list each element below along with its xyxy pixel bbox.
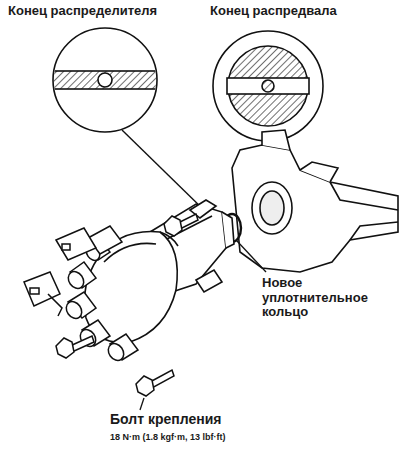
wiring-connectors bbox=[24, 226, 122, 316]
bolt-head bbox=[56, 338, 74, 358]
camshaft-end-detail bbox=[213, 31, 323, 141]
leader-line bbox=[122, 130, 206, 212]
bolt-head bbox=[164, 216, 182, 236]
housing-edge bbox=[350, 222, 398, 240]
distributor-bore bbox=[252, 182, 292, 234]
connector-plug bbox=[56, 228, 96, 260]
drive-tang bbox=[50, 71, 160, 89]
cylinder-head bbox=[232, 130, 398, 272]
connector-latch bbox=[62, 244, 70, 250]
bolt bbox=[56, 336, 94, 358]
o-ring-leader bbox=[237, 241, 266, 272]
bolt bbox=[164, 214, 198, 236]
housing-edge bbox=[330, 182, 398, 210]
connector-wire bbox=[48, 294, 62, 316]
terminal-end bbox=[65, 269, 87, 292]
camshaft-end bbox=[228, 46, 308, 126]
distributor-end-detail-part bbox=[50, 71, 160, 89]
detail-circle bbox=[213, 31, 323, 141]
part-label: Новое уплотнительное кольцо bbox=[262, 276, 372, 320]
connector-latch bbox=[30, 288, 39, 294]
oil-hole bbox=[262, 80, 274, 92]
bore-inner bbox=[260, 191, 284, 225]
housing-boss bbox=[262, 130, 290, 150]
cap-terminals bbox=[63, 240, 138, 363]
drive-slot bbox=[227, 78, 309, 94]
bolt-leader bbox=[140, 398, 144, 410]
detail-title: Конец распределителя bbox=[8, 4, 157, 19]
mounting-ear bbox=[196, 270, 222, 292]
mounting-bolts bbox=[56, 214, 198, 396]
housing-outline bbox=[232, 145, 398, 272]
terminal-end bbox=[105, 341, 127, 364]
housing-boss bbox=[300, 162, 338, 182]
bolt-head bbox=[136, 376, 154, 396]
part-label: Болт крепления bbox=[110, 412, 221, 428]
shaft-center bbox=[98, 73, 112, 87]
bolt bbox=[136, 370, 174, 396]
shaft-sleeve bbox=[222, 212, 234, 248]
torque-spec: 18 N·m (1.8 kgf·m, 13 lbf·ft) bbox=[110, 432, 226, 442]
distributor-end-detail bbox=[50, 28, 160, 132]
terminal-end bbox=[63, 299, 85, 322]
detail-title: Конец распредвала bbox=[210, 4, 337, 19]
